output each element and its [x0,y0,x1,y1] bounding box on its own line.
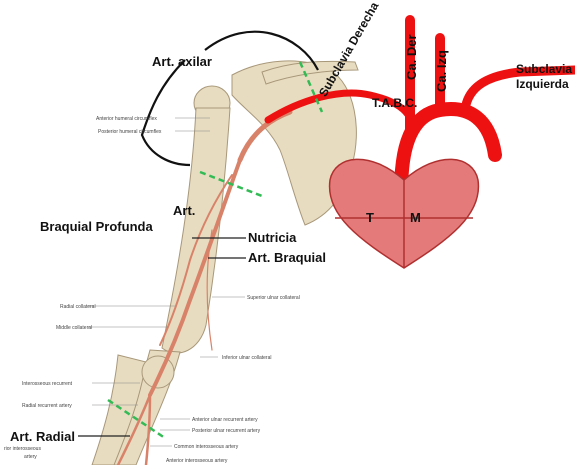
label-heart-m: M [410,210,421,225]
label-art: Art. [173,203,195,218]
label-nutricia: Nutricia [248,230,296,245]
label-inferior-ulnar: Inferior ulnar collateral [222,355,271,361]
label-posterior-humeral: Posterior humeral circumflex [98,129,161,135]
label-braquial-profunda: Braquial Profunda [40,219,153,234]
label-ca-der: Ca. Der [404,34,419,80]
label-subclavia-izquierda-2: Izquierda [516,77,569,91]
label-art-braquial: Art. Braquial [248,250,326,265]
pointer-lines [78,238,246,436]
label-anterior-interosseous: Anterior interosseous artery [166,458,227,464]
label-subclavia-izquierda-1: Subclavia [516,62,572,76]
label-ca-izq: Ca. Izq [434,50,449,92]
label-middle-collateral: Middle collateral [56,325,92,331]
label-tabc: T.A.B.C. [372,96,417,110]
label-radial-collateral: Radial collateral [60,304,96,310]
label-cut-interosseous-1: rior interosseous [4,446,41,452]
label-interosseous-recurrent: Interosseous recurrent [22,381,72,387]
label-heart-t: T [366,210,374,225]
label-common-interosseous: Common interosseous artery [174,444,238,450]
label-superior-ulnar: Superior ulnar collateral [247,295,300,301]
label-art-radial: Art. Radial [10,429,75,444]
label-cut-interosseous-2: artery [24,454,37,460]
label-anterior-humeral: Anterior humeral circumflex [96,116,157,122]
label-anterior-ulnar-recurrent: Anterior ulnar recurrent artery [192,417,258,423]
label-posterior-ulnar-recurrent: Posterior ulnar recurrent artery [192,428,260,434]
label-art-axilar: Art. axilar [152,54,212,69]
label-radial-recurrent: Radial recurrent artery [22,403,72,409]
